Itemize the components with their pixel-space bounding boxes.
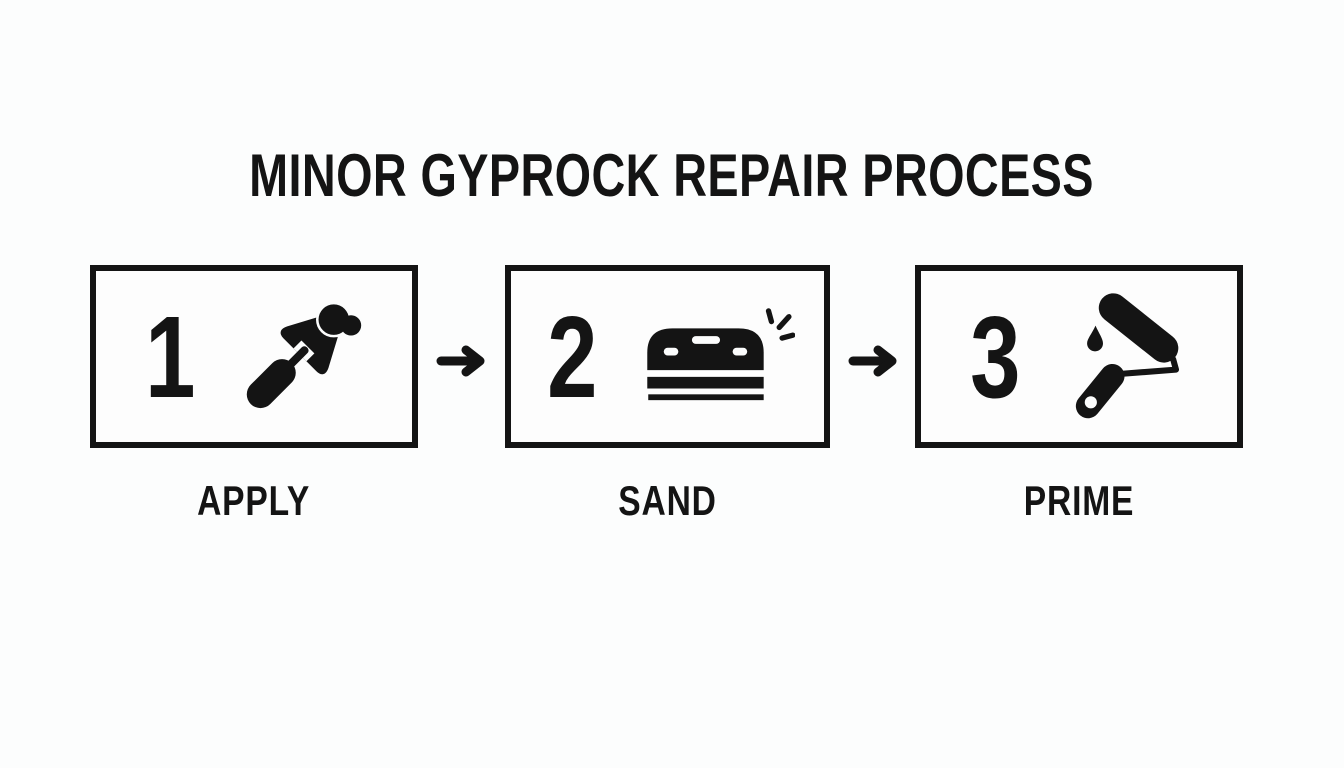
step-box-prime: 3 [915,265,1243,448]
step-number-1: 1 [144,291,196,422]
step-label-container: SAND [505,480,830,522]
page-title: MINOR GYPROCK REPAIR PROCESS [249,142,1095,209]
step-number-2: 2 [547,291,598,422]
trowel-icon [247,301,364,408]
step-label-prime: PRIME [1023,477,1135,524]
step-number-3: 3 [969,291,1021,422]
arrow-right-icon [848,345,897,377]
step-box-apply: 1 [90,265,418,448]
step-label-apply: APPLY [197,477,311,524]
step-label-container: PRIME [915,480,1243,522]
step-box-sand: 2 [505,265,830,448]
title-container: MINOR GYPROCK REPAIR PROCESS [0,146,1344,206]
step-label-sand: SAND [618,477,717,524]
arrow-right-icon [436,345,485,377]
sanding-block-icon [647,308,795,401]
paint-roller-icon [1076,293,1180,419]
step-label-container: APPLY [90,480,418,522]
